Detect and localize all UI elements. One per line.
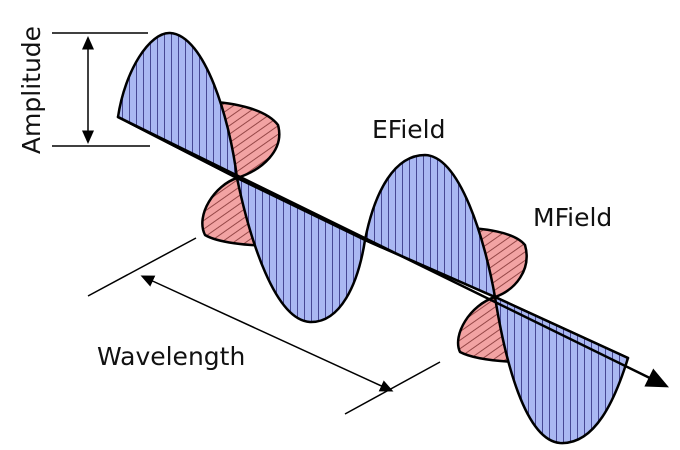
wavelength-label: Wavelength <box>97 342 245 371</box>
amplitude-label: Amplitude <box>17 26 46 154</box>
m-field-label: MField <box>533 203 612 232</box>
wavelength-indicator <box>87 237 441 415</box>
e-field-lobe <box>363 153 497 299</box>
e-field-lobe <box>493 295 630 445</box>
amplitude-indicator <box>52 32 150 147</box>
propagation-axis <box>117 115 669 388</box>
e-field-lobe <box>235 176 367 324</box>
wavelength-arrow <box>140 275 394 392</box>
e-field-label: EField <box>372 115 446 144</box>
wavelength-tick-right <box>344 361 441 415</box>
wavelength-tick-left <box>87 237 197 297</box>
e-field-lobes <box>116 31 630 445</box>
e-field-lobe <box>116 31 239 180</box>
